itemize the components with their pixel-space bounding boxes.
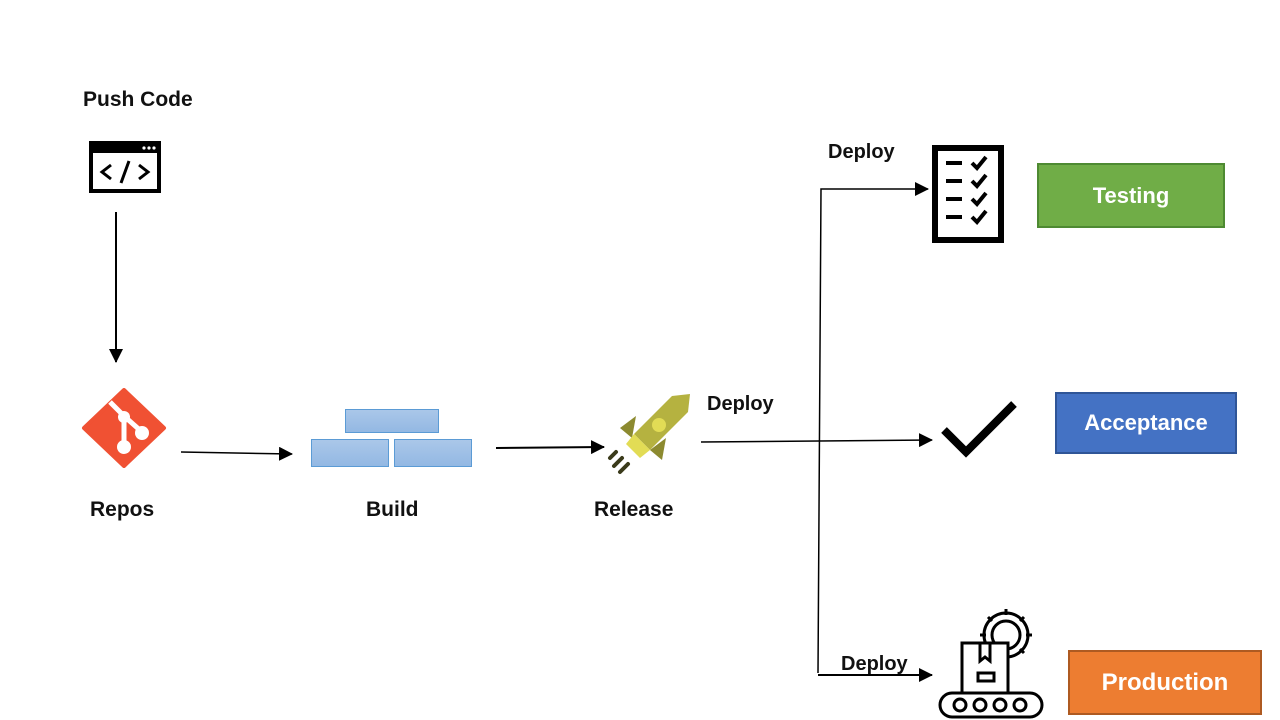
acceptance-box: Acceptance: [1055, 392, 1237, 454]
acceptance-label: Acceptance: [1084, 410, 1208, 435]
git-icon: [82, 388, 166, 468]
build-label: Build: [366, 498, 419, 521]
deploy-label-testing: Deploy: [828, 141, 895, 163]
brick-top: [345, 409, 439, 433]
checklist-icon: [932, 145, 1004, 243]
release-label: Release: [594, 498, 674, 521]
testing-box: Testing: [1037, 163, 1225, 228]
edge-release-to-testing: [817, 182, 929, 674]
code-window-icon: [89, 141, 161, 193]
production-label: Production: [1101, 668, 1229, 696]
repos-label: Repos: [90, 498, 155, 521]
deploy-label-acceptance: Deploy: [707, 393, 774, 415]
edge-release-to-acceptance: [700, 433, 933, 448]
push-code-label: Push Code: [83, 88, 193, 111]
brick-bottom-left: [311, 439, 389, 467]
rocket-icon: [608, 394, 690, 474]
conveyor-gear-icon: [938, 609, 1044, 719]
brick-bottom-right: [394, 439, 472, 467]
edge-build-to-release: [495, 440, 605, 455]
production-box: Production: [1068, 650, 1262, 715]
testing-label: Testing: [1092, 182, 1170, 208]
deploy-label-production: Deploy: [841, 653, 908, 675]
edge-repos-to-build: [180, 446, 293, 461]
checkmark-icon: [941, 401, 1017, 458]
